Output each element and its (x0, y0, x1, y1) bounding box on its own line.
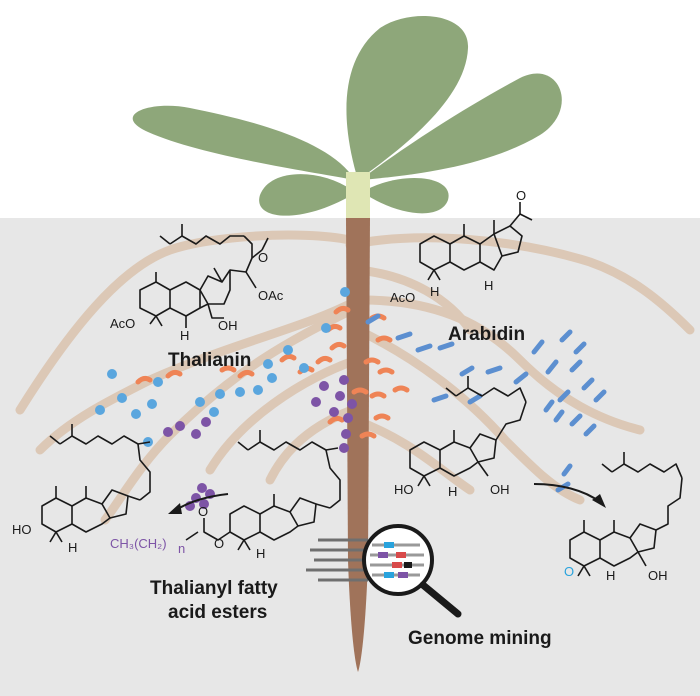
chem-h-left: H (68, 540, 77, 555)
label-esters-line2: acid esters (168, 602, 267, 623)
thalianin-labels: O OAc AcO H OH Thalianin (110, 250, 284, 371)
center-sterol-labels: HO H OH (394, 482, 510, 499)
purple-metabolite-dots (163, 375, 357, 511)
left-sterol-labels: HO H (12, 522, 77, 555)
fatty-chain-n: n (178, 541, 185, 556)
orange-enzyme-dashes (135, 305, 410, 439)
blue-metabolite-dots (95, 287, 350, 447)
chem-h-arabidin-b: H (484, 278, 493, 293)
chem-oh-center: OH (490, 482, 510, 497)
chem-h-thalianin: H (180, 328, 189, 343)
ketone-structure (569, 452, 683, 577)
chem-h-ester: H (256, 546, 265, 561)
ketone-labels: O H OH (564, 564, 668, 583)
chem-o-thalianin: O (258, 250, 268, 265)
blue-enzyme-dashes (365, 313, 607, 493)
dna-lines (306, 538, 368, 582)
chem-o-ketone: O (564, 564, 574, 579)
ester-labels: O O H CH₃(CH₂) n Thalianyl fatty acid es… (110, 504, 278, 623)
plant-stem (346, 172, 370, 220)
arabidin-labels: O AcO H H Arabidin (390, 188, 526, 345)
chem-ho-center: HO (394, 482, 414, 497)
chem-oh-thalianin: OH (218, 318, 238, 333)
chem-aco-arabidin: AcO (390, 290, 415, 305)
label-genome-mining: Genome mining (408, 628, 552, 649)
arabidin-structure (419, 202, 533, 281)
chem-h-center: H (448, 484, 457, 499)
ester-structure (185, 430, 341, 551)
chem-oh-right: OH (648, 568, 668, 583)
chem-h-arabidin: H (430, 284, 439, 299)
fatty-chain-text: CH₃(CH₂) (110, 536, 167, 551)
chem-o-ester: O (198, 504, 208, 519)
magnifier-icon (362, 524, 462, 618)
center-sterol-structure (409, 376, 527, 487)
chem-o-arabidin: O (516, 188, 526, 203)
thalianin-structure (139, 224, 269, 328)
chem-aco-thalianin: AcO (110, 316, 135, 331)
chem-oac: OAc (258, 288, 284, 303)
label-arabidin: Arabidin (448, 324, 525, 345)
chem-h-right: H (606, 568, 615, 583)
label-esters-line1: Thalianyl fatty (150, 578, 278, 599)
reaction-arrows (168, 483, 606, 514)
chem-ho-left: HO (12, 522, 32, 537)
label-thalianin: Thalianin (168, 350, 251, 371)
chem-o-ester-link: O (214, 536, 224, 551)
left-sterol-structure (41, 424, 151, 543)
plant-leaves (132, 16, 562, 216)
